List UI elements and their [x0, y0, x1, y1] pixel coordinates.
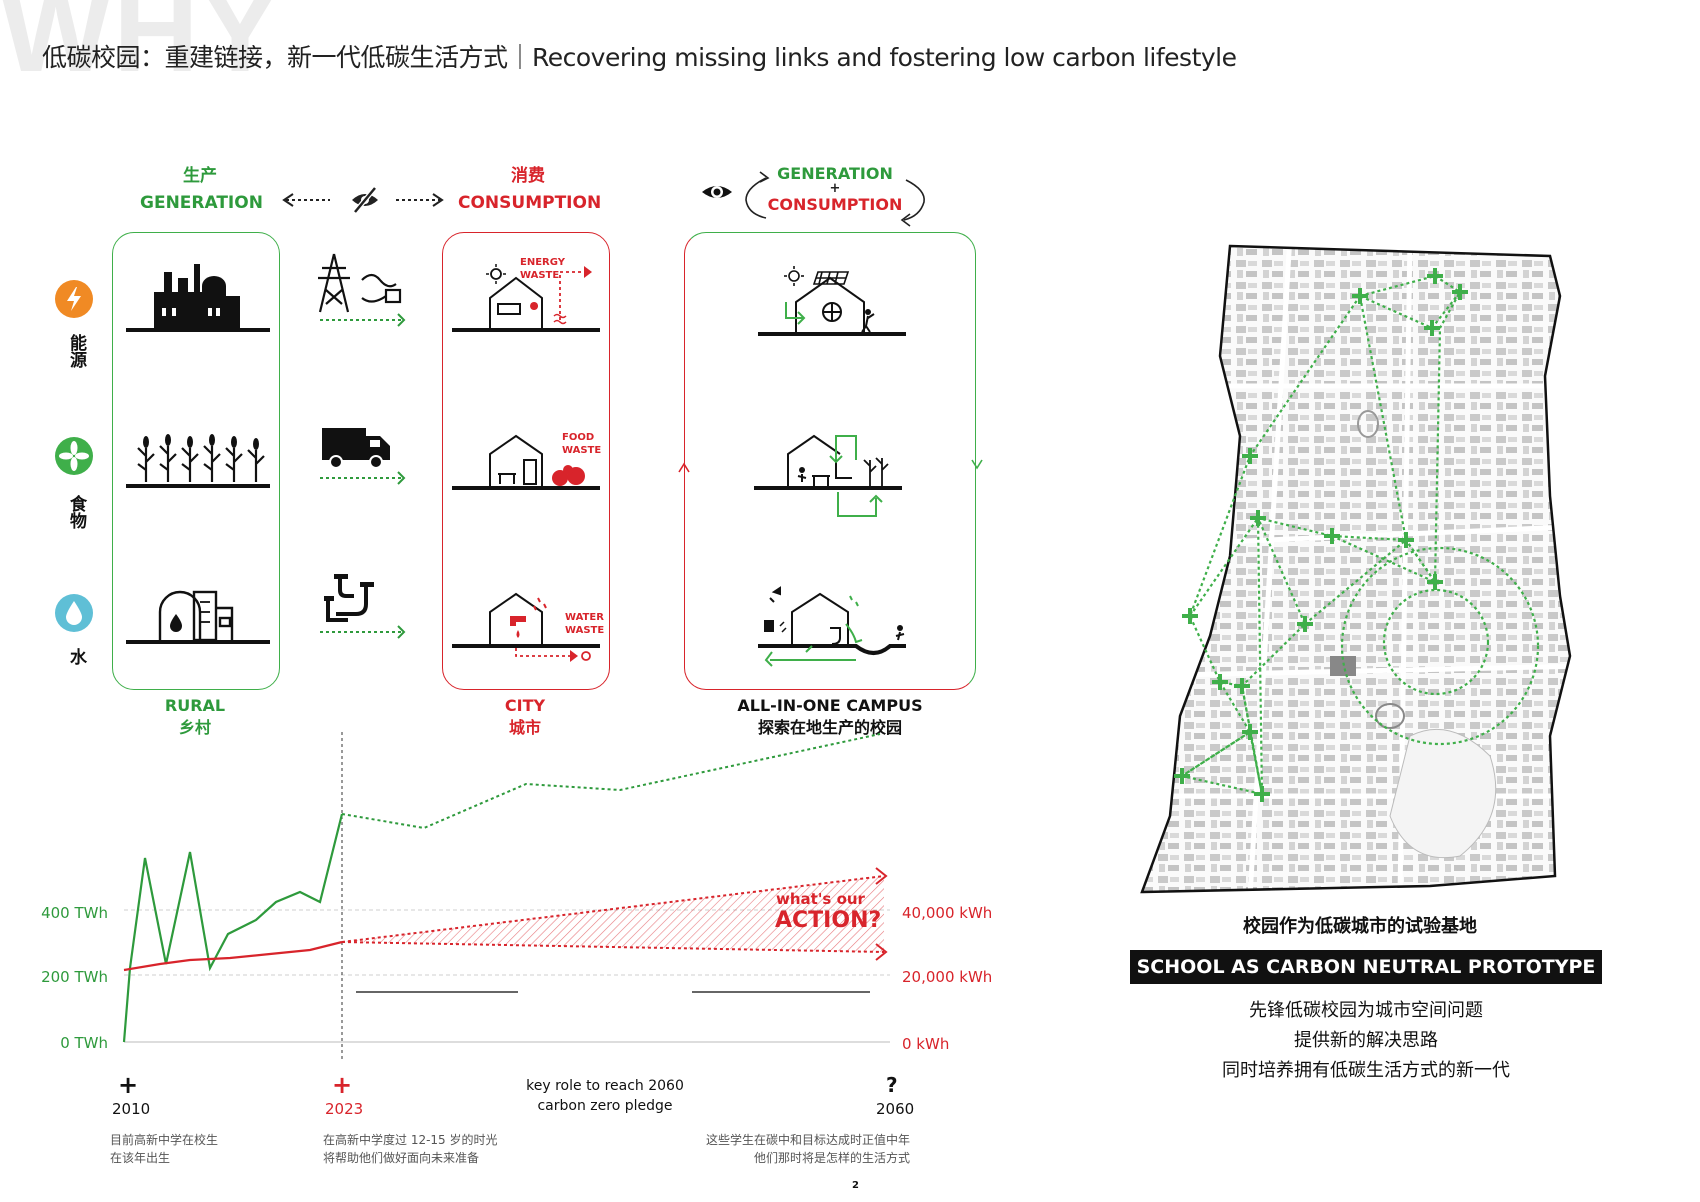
consumption-line	[123, 940, 343, 972]
map-title: 校园作为低碳城市的试验基地	[1243, 916, 1477, 937]
food-circle	[55, 437, 93, 475]
city-map	[1140, 244, 1572, 894]
energy-waste-line2: WASTE	[520, 270, 560, 281]
loop-plus: +	[829, 181, 841, 196]
axis-right-20000: 20,000 kWh	[902, 968, 993, 986]
note-2060-line2: 他们那时将是怎样的生活方式	[753, 1151, 910, 1165]
plus-2010: +	[118, 1071, 139, 1099]
loop-consumption: CONSUMPTION	[767, 195, 903, 214]
map-desc-line2: 提供新的解决思路	[1294, 1030, 1438, 1051]
note-2010-line1: 目前高新中学在校生	[110, 1133, 219, 1147]
caption-city: CITY 城市	[465, 695, 585, 739]
energy-waste-label: ENERGY WASTE	[520, 256, 565, 282]
header-generation-cn: 生产	[183, 166, 217, 186]
food-waste-line2: WASTE	[562, 445, 602, 456]
water-waste-line1: WATER	[565, 612, 604, 623]
axis-left-0: 0 TWh	[60, 1034, 108, 1052]
page-number: 2	[852, 1180, 859, 1191]
water-waste-label: WATER WASTE	[565, 611, 604, 637]
header-consumption: 消费 CONSUMPTION	[458, 163, 602, 217]
plus-2023: +	[332, 1071, 353, 1099]
hidden-eye-icon	[352, 186, 378, 214]
crops-icon	[126, 434, 270, 488]
water-waste-line2: WASTE	[565, 625, 605, 636]
question-2060: ?	[886, 1073, 898, 1097]
caption-campus-en: ALL-IN-ONE CAMPUS	[737, 696, 923, 715]
leaf-icon	[59, 441, 89, 471]
header-loop: GENERATION + CONSUMPTION	[760, 164, 910, 214]
caption-city-cn: 城市	[508, 718, 541, 737]
rural-panel	[112, 232, 280, 690]
pipe-icon	[320, 574, 406, 639]
timeline-chart	[122, 732, 890, 1060]
map-desc-line3: 同时培养拥有低碳生活方式的新一代	[1222, 1060, 1510, 1081]
axis-right-40000: 40,000 kWh	[902, 904, 993, 922]
broken-link-arrows	[282, 193, 444, 207]
pledge-line2: carbon zero pledge	[537, 1098, 673, 1114]
watermark-why: WHY	[0, 0, 282, 97]
axis-left-400: 400 TWh	[41, 904, 108, 922]
house-water-icon	[452, 592, 600, 662]
axis-right-0: 0 kWh	[902, 1035, 950, 1053]
row-label-food: 食物	[66, 495, 86, 529]
pledge-line1: key role to reach 2060	[526, 1078, 684, 1094]
caption-campus: ALL-IN-ONE CAMPUS 探索在地生产的校园	[720, 695, 940, 739]
map-desc-line1: 先锋低碳校园为城市空间问题	[1249, 1000, 1483, 1021]
page-title: 低碳校园：重建链接，新一代低碳生活方式｜Recovering missing l…	[42, 43, 1237, 72]
year-2060: 2060	[876, 1100, 915, 1118]
energy-circle	[55, 280, 93, 318]
caption-campus-cn: 探索在地生产的校园	[757, 718, 902, 737]
year-2010: 2010	[112, 1100, 151, 1118]
eye-icon	[702, 186, 732, 198]
generation-line	[122, 813, 344, 1043]
map-description: 先锋低碳校园为城市空间问题 提供新的解决思路 同时培养拥有低碳生活方式的新一代	[1130, 996, 1602, 1086]
note-2023: 在高新中学度过 12-15 岁的时光 将帮助他们做好面向未来准备	[323, 1131, 498, 1167]
prototype-banner: SCHOOL AS CARBON NEUTRAL PROTOTYPE	[1130, 950, 1602, 984]
pledge-text: key role to reach 2060 carbon zero pledg…	[520, 1076, 690, 1116]
header-consumption-cn: 消费	[511, 166, 545, 186]
note-2060-line1: 这些学生在碳中和目标达成时正值中年	[705, 1133, 910, 1147]
house-energy-icon	[452, 264, 600, 332]
house-food-icon	[452, 434, 600, 490]
generation-projection	[341, 733, 881, 830]
city-panel	[442, 232, 610, 690]
caption-rural-en: RURAL	[164, 696, 226, 715]
power-tower-icon	[318, 253, 406, 327]
water-plant-icon	[126, 590, 270, 644]
campus-energy-icon	[758, 266, 906, 336]
header-consumption-en: CONSUMPTION	[458, 193, 602, 213]
campus-food-icon	[754, 434, 902, 517]
axis-left-200: 200 TWh	[41, 968, 108, 986]
note-2010: 目前高新中学在校生 在该年出生	[110, 1131, 218, 1167]
caption-city-en: CITY	[504, 696, 546, 715]
action-question-small: what's our	[776, 890, 865, 908]
header-generation-en: GENERATION	[140, 193, 263, 213]
loop-generation: GENERATION	[777, 164, 893, 183]
row-label-water: 水	[66, 648, 86, 665]
campus-side-arrows	[678, 459, 983, 473]
caption-rural-cn: 乡村	[178, 718, 211, 737]
note-2023-line1: 在高新中学度过 12-15 岁的时光	[323, 1133, 498, 1147]
note-2060: 这些学生在碳中和目标达成时正值中年 他们那时将是怎样的生活方式	[640, 1131, 910, 1167]
campus-panel	[684, 232, 976, 690]
caption-rural: RURAL 乡村	[135, 695, 255, 739]
truck-icon	[320, 428, 406, 485]
water-circle	[55, 594, 93, 632]
campus-water-icon	[758, 586, 906, 667]
action-hatch	[342, 876, 884, 952]
note-2023-line2: 将帮助他们做好面向未来准备	[323, 1151, 480, 1165]
row-label-energy: 能源	[66, 334, 86, 368]
loop-arrows	[745, 171, 925, 227]
energy-waste-line1: ENERGY	[520, 257, 565, 268]
lightning-icon	[67, 287, 81, 311]
food-waste-line1: FOOD	[562, 432, 595, 443]
header-generation: 生产 GENERATION	[140, 163, 263, 217]
note-2010-line2: 在该年出生	[110, 1151, 171, 1165]
factory-icon	[126, 264, 270, 332]
water-drop-icon	[66, 601, 82, 625]
year-2023: 2023	[325, 1100, 364, 1118]
food-waste-label: FOOD WASTE	[562, 431, 601, 457]
action-question-large: ACTION?	[775, 908, 882, 933]
